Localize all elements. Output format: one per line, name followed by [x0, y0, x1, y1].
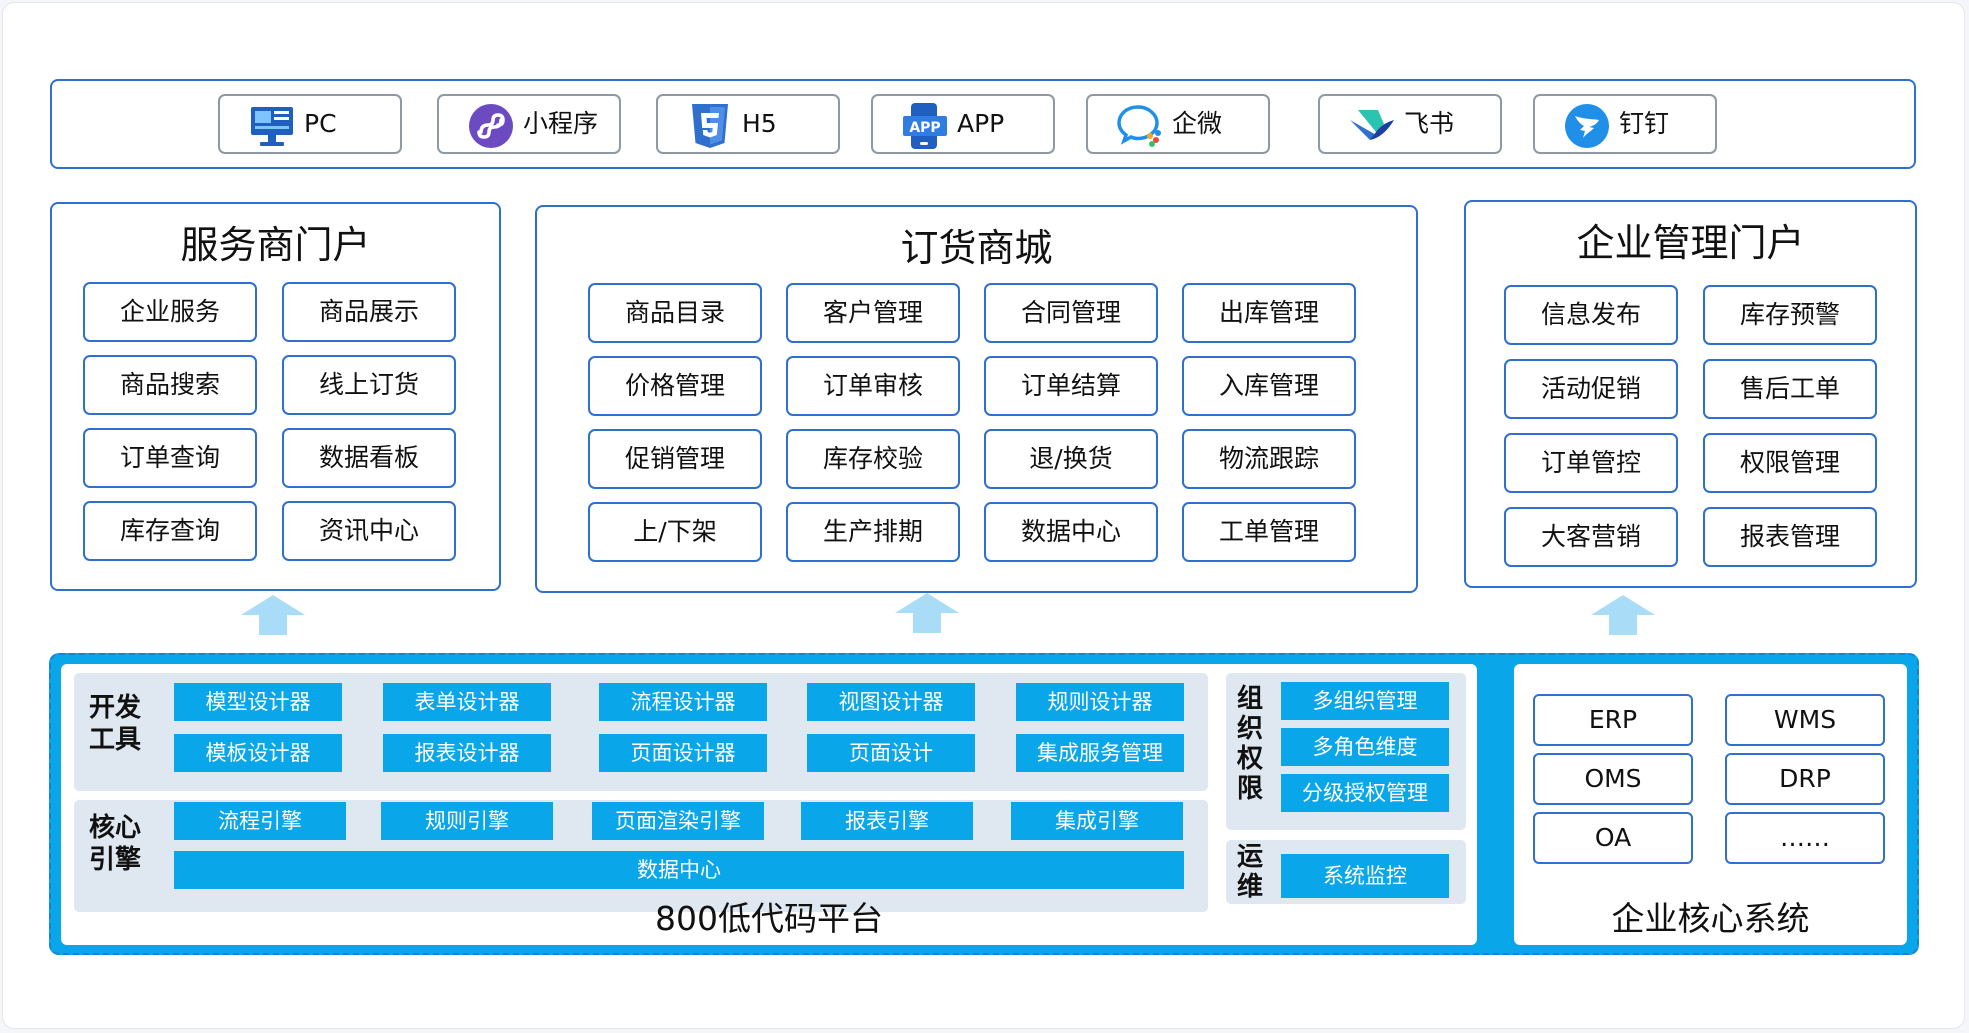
core-system-item: ……	[1725, 812, 1885, 864]
portal-item: 资讯中心	[282, 501, 456, 561]
client-channel-bar: PC 小程序 H5 APP APP	[50, 79, 1916, 169]
org-permission-label: 组 织 权 限	[1236, 684, 1263, 804]
order-mall-item: 合同管理	[984, 283, 1158, 343]
client-feishu: 飞书	[1318, 94, 1502, 154]
portal-item: 数据看板	[282, 428, 456, 488]
enterprise-management-portal: 企业管理门户 信息发布 库存预警 活动促销 售后工单 订单管控 权限管理 大客营…	[1464, 200, 1917, 588]
org-permission-item: 分级授权管理	[1281, 774, 1449, 812]
order-mall-item: 工单管理	[1182, 502, 1356, 562]
portal-item: 信息发布	[1504, 285, 1678, 345]
core-engines-label: 核心 引擎	[88, 813, 141, 875]
html5-icon	[692, 104, 728, 148]
dev-tools-label: 开发 工具	[88, 693, 141, 755]
app-phone-icon: APP	[903, 103, 947, 149]
order-mall-item: 库存校验	[786, 429, 960, 489]
dingtalk-icon	[1565, 104, 1609, 148]
client-label: PC	[304, 109, 337, 138]
core-system-item: OA	[1533, 812, 1693, 864]
portal-item: 商品展示	[282, 282, 456, 342]
client-label: 小程序	[523, 109, 599, 138]
portal-item: 报表管理	[1703, 507, 1877, 567]
portal-item: 订单管控	[1504, 433, 1678, 493]
order-mall-item: 上/下架	[588, 502, 762, 562]
client-wecom: 企微	[1086, 94, 1270, 154]
data-center-bar: 数据中心	[174, 851, 1184, 889]
dev-tool-item: 页面设计	[807, 734, 975, 772]
order-mall-item: 数据中心	[984, 502, 1158, 562]
up-arrow-icon	[895, 593, 959, 633]
portal-item: 库存查询	[83, 501, 257, 561]
dev-tool-item: 报表设计器	[383, 734, 551, 772]
portal-item: 订单查询	[83, 428, 257, 488]
ops-item: 系统监控	[1281, 854, 1449, 898]
dev-tool-item: 页面设计器	[599, 734, 767, 772]
feishu-icon	[1350, 110, 1394, 140]
portal-title: 服务商门户	[180, 223, 371, 267]
org-permission-item: 多角色维度	[1281, 728, 1449, 766]
portal-title: 企业管理门户	[1576, 221, 1805, 265]
order-mall-item: 订单审核	[786, 356, 960, 416]
dev-tool-item: 规则设计器	[1016, 683, 1184, 721]
portal-item: 大客营销	[1504, 507, 1678, 567]
lowcode-platform: 开发 工具 模型设计器 表单设计器 流程设计器 视图设计器 规则设计器 模板设计器 报表设…	[61, 664, 1477, 945]
monitor-icon	[251, 107, 293, 146]
portal-item: 商品搜索	[83, 355, 257, 415]
dev-tool-item: 视图设计器	[807, 683, 975, 721]
order-mall-item: 商品目录	[588, 283, 762, 343]
portal-item: 活动促销	[1504, 359, 1678, 419]
order-mall-item: 订单结算	[984, 356, 1158, 416]
client-label: 钉钉	[1619, 109, 1670, 138]
ops-label: 运 维	[1236, 842, 1263, 902]
core-system-item: ERP	[1533, 694, 1693, 746]
core-engine-item: 页面渲染引擎	[592, 802, 764, 840]
core-engine-item: 流程引擎	[174, 802, 346, 840]
wecom-icon	[1117, 105, 1161, 147]
svg-text:APP: APP	[909, 120, 940, 136]
client-pc: PC	[218, 94, 402, 154]
dev-tool-item: 表单设计器	[383, 683, 551, 721]
service-provider-portal: 服务商门户 企业服务 商品展示 商品搜索 线上订货 订单查询 数据看板 库存查询…	[50, 202, 501, 591]
lowcode-platform-name: 800低代码平台	[655, 899, 883, 938]
portal-title: 订货商城	[900, 226, 1053, 270]
core-system-item: DRP	[1725, 753, 1885, 805]
core-system-item: OMS	[1533, 753, 1693, 805]
org-permission-item: 多组织管理	[1281, 682, 1449, 720]
core-engine-item: 报表引擎	[801, 802, 973, 840]
dev-tool-item: 集成服务管理	[1016, 734, 1184, 772]
portal-item: 权限管理	[1703, 433, 1877, 493]
dev-tool-item: 流程设计器	[599, 683, 767, 721]
core-systems-name: 企业核心系统	[1611, 899, 1810, 938]
up-arrow-icon	[241, 595, 305, 635]
portal-item: 线上订货	[282, 355, 456, 415]
mini-program-icon	[469, 104, 513, 148]
core-engine-item: 规则引擎	[381, 802, 553, 840]
core-system-item: WMS	[1725, 694, 1885, 746]
order-mall-item: 出库管理	[1182, 283, 1356, 343]
portal-item: 售后工单	[1703, 359, 1877, 419]
client-label: APP	[957, 109, 1005, 138]
dev-tool-item: 模型设计器	[174, 683, 342, 721]
client-label: 飞书	[1404, 109, 1455, 138]
portal-item: 库存预警	[1703, 285, 1877, 345]
client-dingtalk: 钉钉	[1533, 94, 1717, 154]
order-mall-item: 促销管理	[588, 429, 762, 489]
dev-tool-item: 模板设计器	[174, 734, 342, 772]
enterprise-core-systems: ERP WMS OMS DRP OA …… 企业核心系统	[1514, 664, 1907, 945]
order-mall-item: 生产排期	[786, 502, 960, 562]
client-app: APP APP	[871, 94, 1055, 154]
order-mall: 订货商城 商品目录客户管理合同管理出库管理价格管理订单审核订单结算入库管理促销管…	[535, 205, 1418, 593]
core-engine-item: 集成引擎	[1011, 802, 1183, 840]
client-label: 企微	[1172, 109, 1223, 138]
client-h5: H5	[656, 94, 840, 154]
order-mall-item: 物流跟踪	[1182, 429, 1356, 489]
order-mall-item: 价格管理	[588, 356, 762, 416]
up-arrow-icon	[1591, 595, 1655, 635]
client-mini-program: 小程序	[437, 94, 621, 154]
portal-item: 企业服务	[83, 282, 257, 342]
client-label: H5	[742, 109, 777, 138]
order-mall-item: 退/换货	[984, 429, 1158, 489]
order-mall-item: 入库管理	[1182, 356, 1356, 416]
order-mall-item: 客户管理	[786, 283, 960, 343]
